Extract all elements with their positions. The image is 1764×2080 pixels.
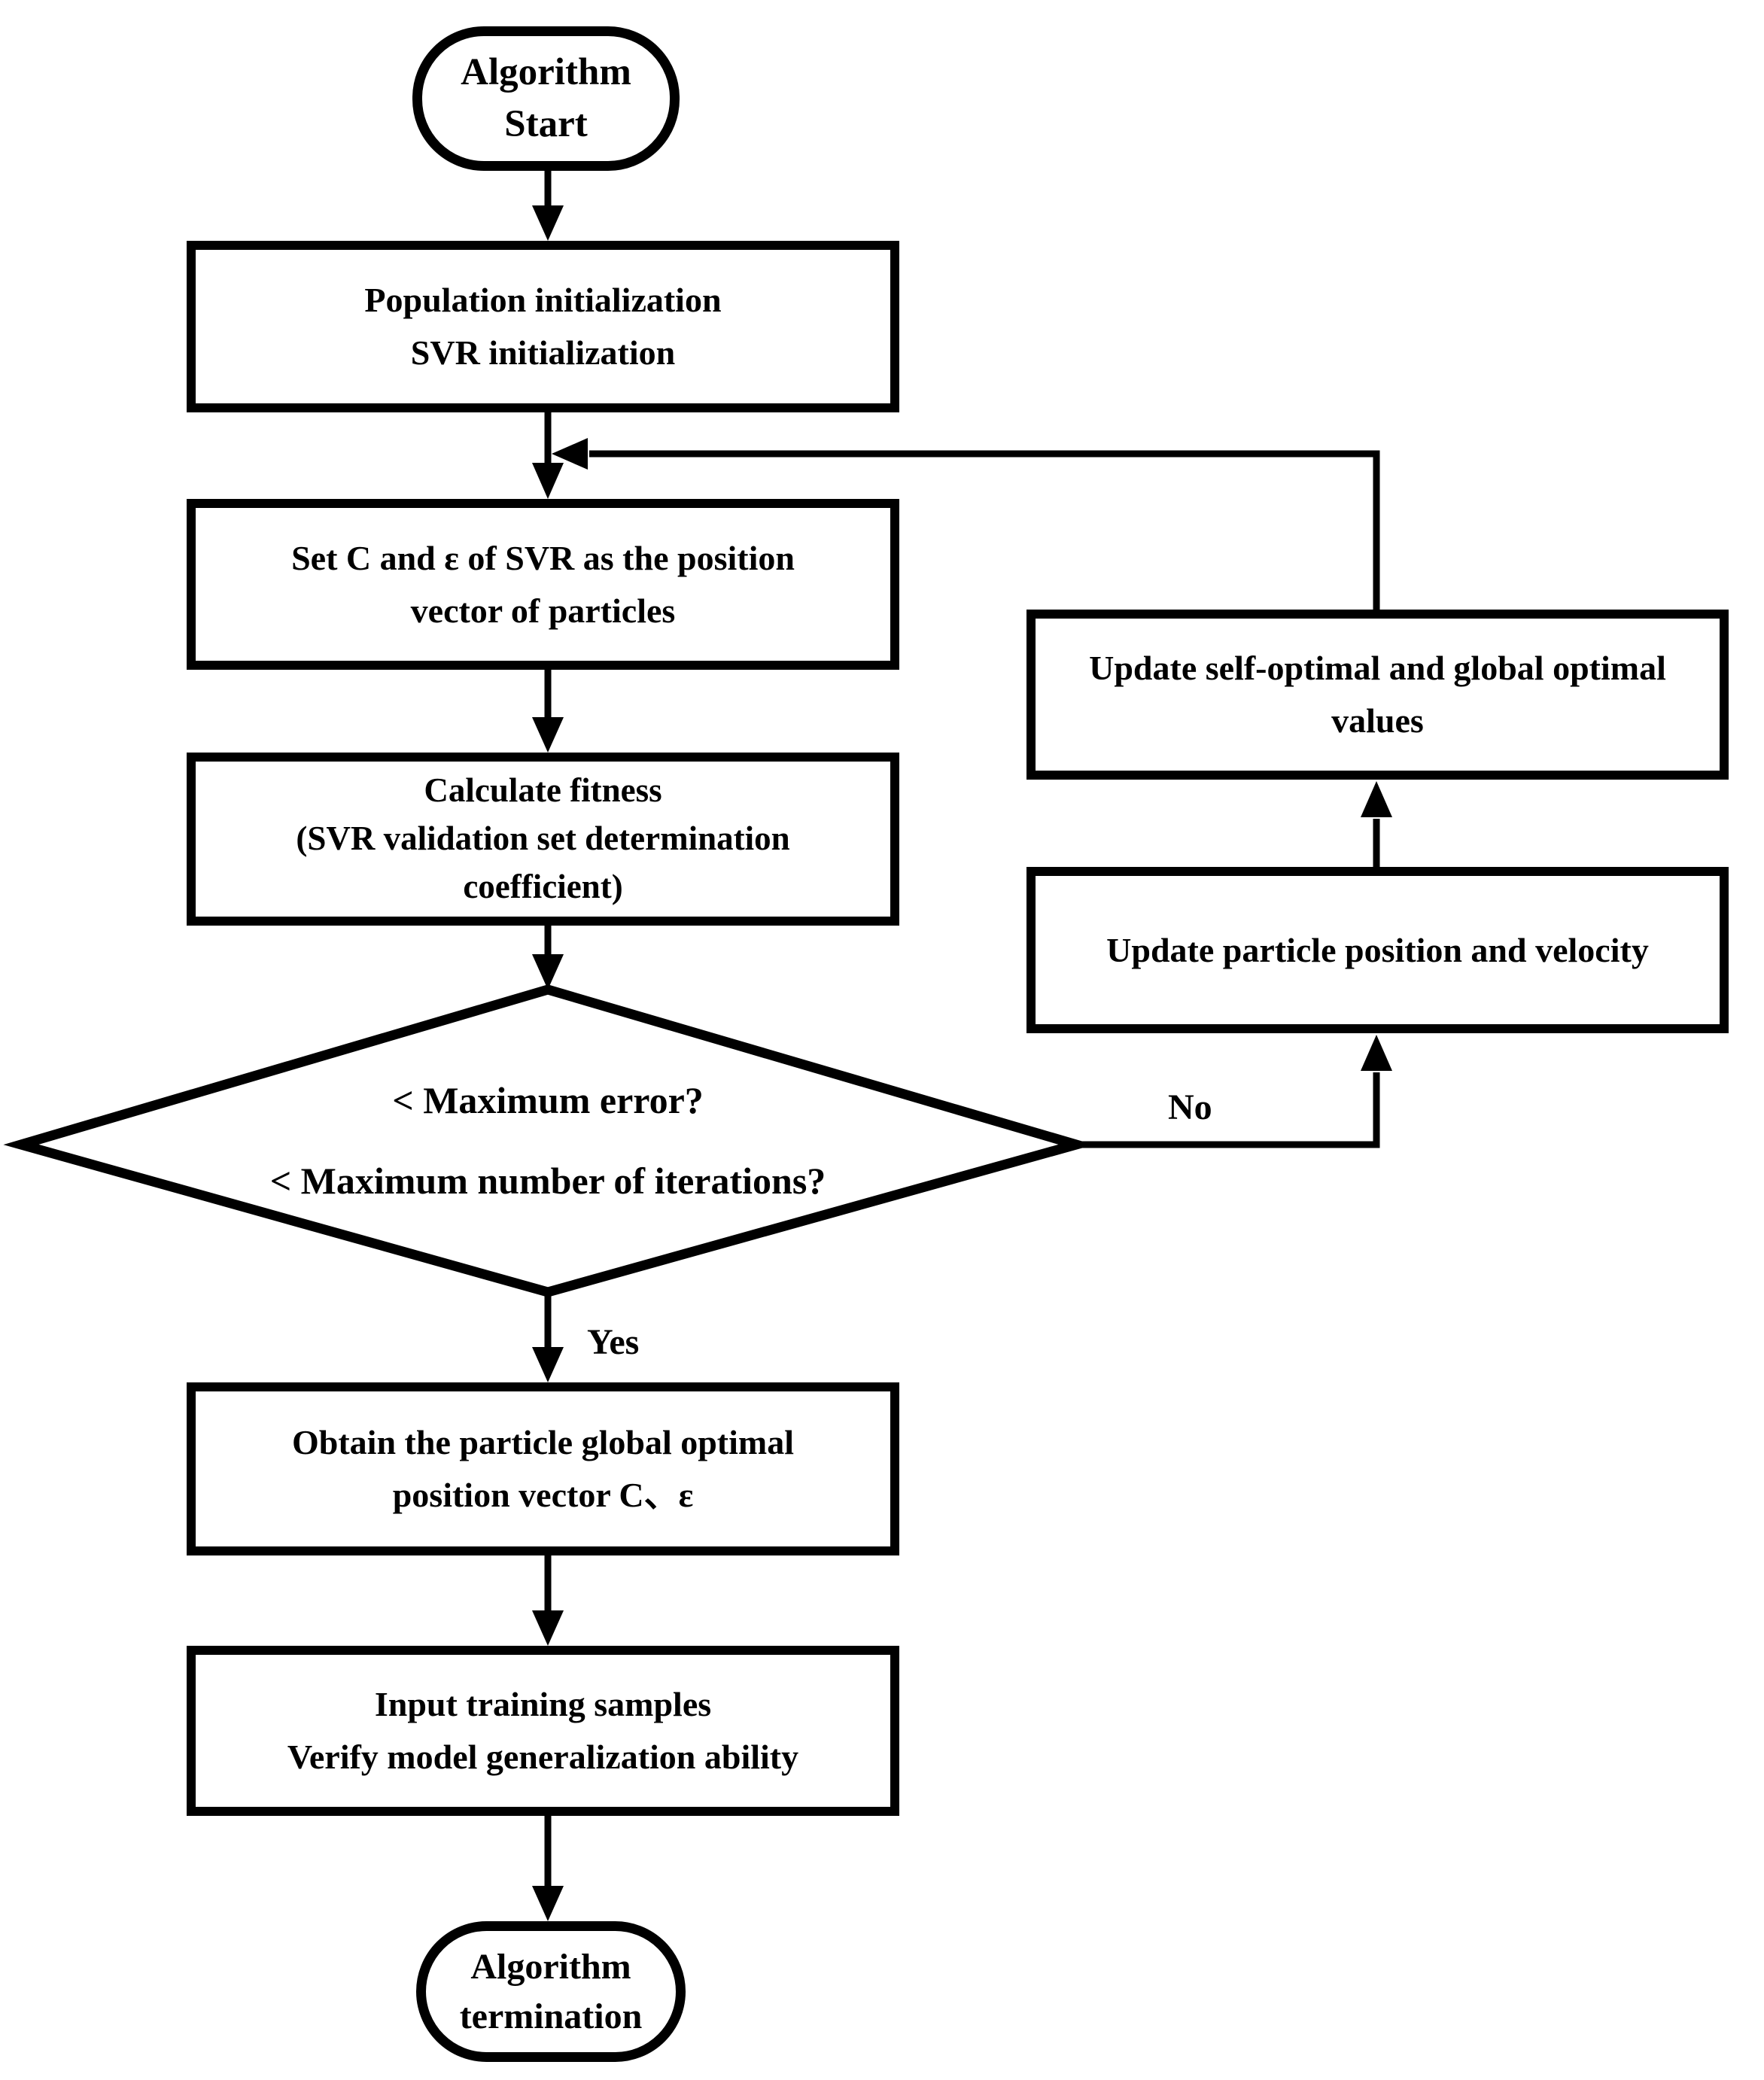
- arrowhead-obtain-to-verify: [532, 1610, 564, 1646]
- node-calculate-fitness: Calculate fitness (SVR validation set de…: [187, 753, 899, 926]
- node-verify-model-line: Input training samples: [374, 1685, 712, 1724]
- node-set-position: Set C and ε of SVR as the position vecto…: [187, 499, 899, 670]
- node-verify-model-line: Verify model generalization ability: [287, 1738, 799, 1776]
- node-initialization: Population initialization SVR initializa…: [187, 241, 899, 412]
- edge-label-yes: Yes: [587, 1322, 640, 1362]
- node-update-optimal: Update self-optimal and global optimal v…: [1026, 610, 1729, 780]
- node-calculate-fitness-line: Calculate fitness: [424, 771, 662, 810]
- arrowhead-set-to-fitness: [532, 717, 564, 753]
- node-calculate-fitness-line: coefficient): [463, 867, 623, 905]
- arrowhead-particle-to-optimal: [1361, 781, 1392, 817]
- arrowhead-start-to-init: [532, 205, 564, 241]
- arrowhead-feedback-loop: [552, 438, 588, 470]
- edge-label-no: No: [1168, 1087, 1212, 1127]
- arrowhead-init-to-set: [532, 463, 564, 499]
- node-start-line: Start: [504, 103, 588, 145]
- node-end-line: termination: [459, 1996, 643, 2036]
- node-end-line: Algorithm: [470, 1947, 631, 1987]
- node-update-particle-line: Update particle position and velocity: [1106, 930, 1649, 969]
- node-start: Algorithm Start: [412, 26, 680, 171]
- edge-feedback-loop: [589, 450, 1380, 610]
- node-set-position-line: vector of particles: [410, 591, 676, 630]
- arrowhead-verify-to-end: [532, 1886, 564, 1921]
- arrowhead-fitness-to-decision: [532, 954, 564, 990]
- node-set-position-line: Set C and ε of SVR as the position: [291, 538, 795, 577]
- node-verify-model: Input training samples Verify model gene…: [187, 1646, 899, 1816]
- node-update-optimal-line: values: [1331, 701, 1424, 740]
- node-update-optimal-line: Update self-optimal and global optimal: [1089, 649, 1666, 688]
- node-start-line: Algorithm: [461, 50, 631, 93]
- edge-decision-no: [1076, 1072, 1380, 1148]
- node-decision-text: < Maximum error? < Maximum number of ite…: [96, 1028, 999, 1254]
- node-initialization-line: Population initialization: [364, 281, 722, 320]
- node-decision-line: < Maximum error?: [392, 1079, 704, 1121]
- arrowhead-decision-no: [1361, 1035, 1392, 1071]
- node-obtain-vector: Obtain the particle global optimal posit…: [187, 1382, 899, 1555]
- node-update-particle: Update particle position and velocity: [1026, 867, 1729, 1033]
- node-obtain-vector-line: position vector C、ε: [392, 1476, 694, 1514]
- node-end: Algorithm termination: [416, 1921, 686, 2062]
- node-initialization-line: SVR initialization: [410, 333, 676, 372]
- node-obtain-vector-line: Obtain the particle global optimal: [292, 1423, 794, 1462]
- node-calculate-fitness-line: (SVR validation set determination: [296, 820, 790, 858]
- node-decision-line: < Maximum number of iterations?: [269, 1160, 826, 1202]
- arrowhead-decision-yes: [532, 1347, 564, 1382]
